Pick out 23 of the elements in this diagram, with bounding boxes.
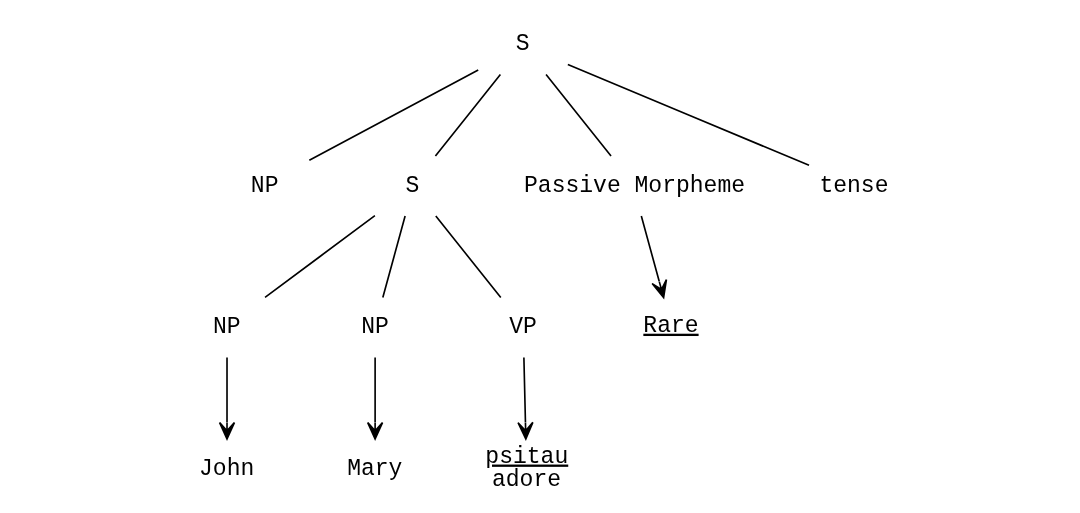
node-text: psitau adore [484,443,568,493]
node-text: John [198,455,254,482]
arrow [366,356,383,440]
node-text: Mary [346,455,402,482]
connector [308,69,479,162]
connector [544,73,612,157]
node-text: S [515,31,530,58]
arrow [218,356,235,440]
connector [381,215,406,299]
node-text: NP [360,314,389,341]
node-text: NP [212,314,241,341]
arrow [640,215,667,299]
connector [434,215,502,299]
node-text: S [405,172,419,199]
connector [434,73,501,157]
node-text: Passive Morpheme [523,172,745,199]
node-text: VP [508,314,537,341]
connector [566,63,810,167]
arrow [516,356,534,440]
node-text: tense [818,172,888,199]
connector [263,214,376,299]
node-text: Rare [642,312,699,339]
node-text: NP [250,172,278,199]
